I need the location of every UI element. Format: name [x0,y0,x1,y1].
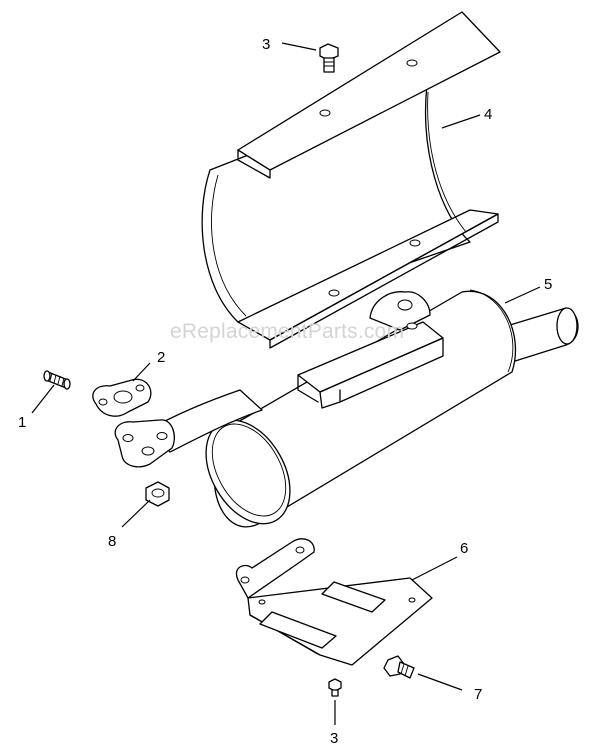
screw-bottom [328,678,342,697]
mounting-bracket-slot [321,581,386,613]
bolt-7 [383,655,415,679]
callout-8: 8 [108,533,116,550]
heat-shield-hole [319,109,331,117]
callout-5: 5 [544,276,552,293]
nut [145,481,170,507]
mounting-bracket [235,538,433,666]
callout-4: 4 [484,106,492,123]
stud [43,370,71,390]
callout-3-top: 3 [262,36,270,53]
bolt-top [319,43,339,73]
callout-3-bottom: 3 [330,730,338,747]
muffler [114,289,579,528]
gasket [92,378,152,417]
pipe-flange [114,419,175,468]
heat-shield [201,11,501,349]
heat-shield-hole [406,59,418,67]
callout-1: 1 [18,414,26,431]
callout-2: 2 [157,349,165,366]
heat-shield-hole [328,289,340,297]
callout-6: 6 [460,540,468,557]
muffler-inlet-flange [369,291,431,331]
heat-shield-hole [409,239,421,247]
callout-7: 7 [474,686,482,703]
watermark: eReplacementParts.com [170,320,404,343]
mounting-bracket-ear [235,538,315,599]
muffler-inlet-pipe [147,389,263,453]
mounting-bracket-slot [259,611,337,649]
leader-lines [31,42,541,725]
